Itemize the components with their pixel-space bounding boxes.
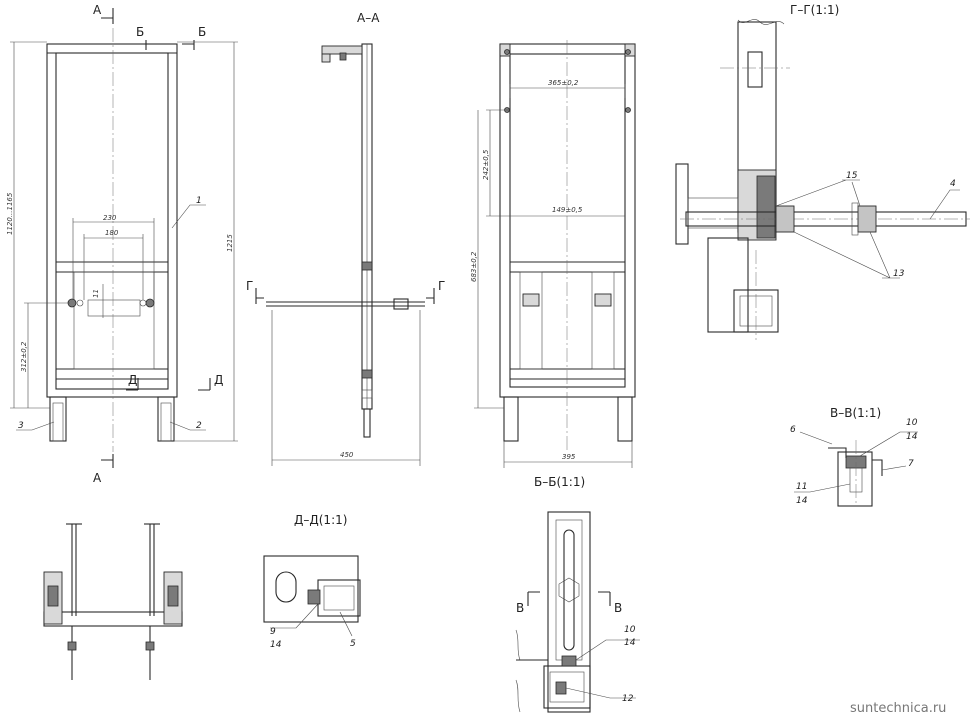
section-b: Б–Б(1:1) В В 10 14 12 [515, 475, 640, 713]
section-v-body [837, 451, 873, 507]
callout-10-b: 10 [624, 625, 636, 635]
dim-312: 312±0,2 [20, 341, 28, 372]
dim-683: 683±0,2 [470, 251, 478, 282]
dim-line-242 [486, 109, 510, 217]
section-arrow-a-bottom [101, 454, 114, 468]
front-view: А А Б Б Д Д 2 3 [6, 3, 238, 485]
dim-line-683 [474, 110, 504, 409]
callout-12: 12 [622, 694, 634, 704]
dim-line-365 [509, 84, 626, 98]
dim-230: 230 [103, 214, 117, 222]
section-mark-a-bottom: А [93, 471, 102, 485]
callout-13: 13 [893, 269, 905, 279]
section-mark-g-right: Г [438, 279, 445, 293]
dim-1120-1165: 1120...1165 [6, 192, 14, 235]
dim-line-312 [24, 302, 70, 408]
callout-15: 15 [846, 171, 858, 181]
section-arrow-b-left [145, 40, 158, 50]
dim-11: 11 [92, 289, 100, 298]
section-b-title: Б–Б(1:1) [534, 475, 585, 489]
callout-7: 7 [908, 459, 914, 469]
section-b-slot [563, 529, 575, 651]
back-frame-outer [499, 43, 636, 398]
section-mark-b-right: Б [198, 25, 206, 39]
callout-4: 4 [950, 179, 956, 189]
section-b-profile [547, 511, 591, 713]
section-mark-v-right: В [614, 601, 622, 615]
side-view-title: А–А [357, 11, 380, 25]
callout-2: 2 [196, 421, 202, 431]
bottom-view [43, 523, 183, 680]
dim-395: 395 [562, 453, 576, 461]
section-arrow-a-top [101, 8, 114, 24]
dim-line-1215 [174, 41, 238, 442]
section-v-title: В–В(1:1) [830, 406, 881, 420]
dim-line-395 [503, 441, 633, 468]
back-view: 365±0,2 149±0,5 242±0,5 683±0,2 395 [470, 40, 636, 468]
callout-6: 6 [790, 425, 796, 435]
section-arrow-d-left [126, 378, 139, 391]
frame-outer [46, 43, 178, 398]
section-mark-g-left: Г [246, 279, 253, 293]
section-d: Д–Д(1:1) 9 14 5 [263, 513, 361, 650]
section-g-lower-block [707, 237, 749, 333]
section-arrow-b-right [182, 40, 195, 50]
leg-right [157, 396, 175, 442]
side-view: А–А Г Г 450 [246, 11, 445, 466]
watermark: suntechnica.ru [850, 701, 946, 716]
section-g: Г–Г(1:1) 15 4 13 [675, 3, 970, 340]
section-mark-b-left: Б [136, 25, 144, 39]
callout-14-d: 14 [270, 640, 282, 650]
section-b-nut [558, 577, 580, 603]
section-mark-v-left: В [516, 601, 524, 615]
section-mark-a-top: А [93, 3, 102, 17]
callout-1: 1 [196, 196, 202, 206]
callout-11: 11 [796, 482, 807, 492]
dim-450: 450 [340, 451, 354, 459]
section-g-title: Г–Г(1:1) [790, 3, 839, 17]
callout-14-top: 14 [906, 432, 918, 442]
section-arrow-d-right [198, 378, 211, 391]
dim-1215: 1215 [226, 234, 234, 252]
dim-line-450 [271, 310, 421, 466]
section-d-slot [275, 571, 297, 603]
dim-365: 365±0,2 [548, 79, 579, 87]
section-mark-d-left: Д [128, 373, 137, 387]
dim-149: 149±0,5 [552, 206, 583, 214]
bottom-bar [43, 611, 183, 627]
callout-14-b: 14 [624, 638, 636, 648]
section-d-title: Д–Д(1:1) [294, 513, 347, 527]
dim-242: 242±0,5 [482, 149, 490, 180]
side-leg [363, 408, 371, 438]
section-d-plate [263, 555, 359, 623]
dim-lines-top [72, 218, 155, 300]
callout-5: 5 [350, 639, 356, 649]
leg-left [49, 396, 67, 442]
section-v: В–В(1:1) 6 10 14 7 11 14 [790, 406, 918, 507]
callout-14-bottom: 14 [796, 496, 808, 506]
section-mark-d-right: Д [214, 373, 223, 387]
dim-line-height-left [10, 41, 50, 409]
stud-right [145, 298, 155, 308]
section-g-flange [675, 163, 689, 245]
callout-9: 9 [270, 627, 276, 637]
mounting-plate [73, 271, 155, 370]
dim-180: 180 [105, 229, 119, 237]
callout-10: 10 [906, 418, 918, 428]
callout-3: 3 [18, 421, 24, 431]
